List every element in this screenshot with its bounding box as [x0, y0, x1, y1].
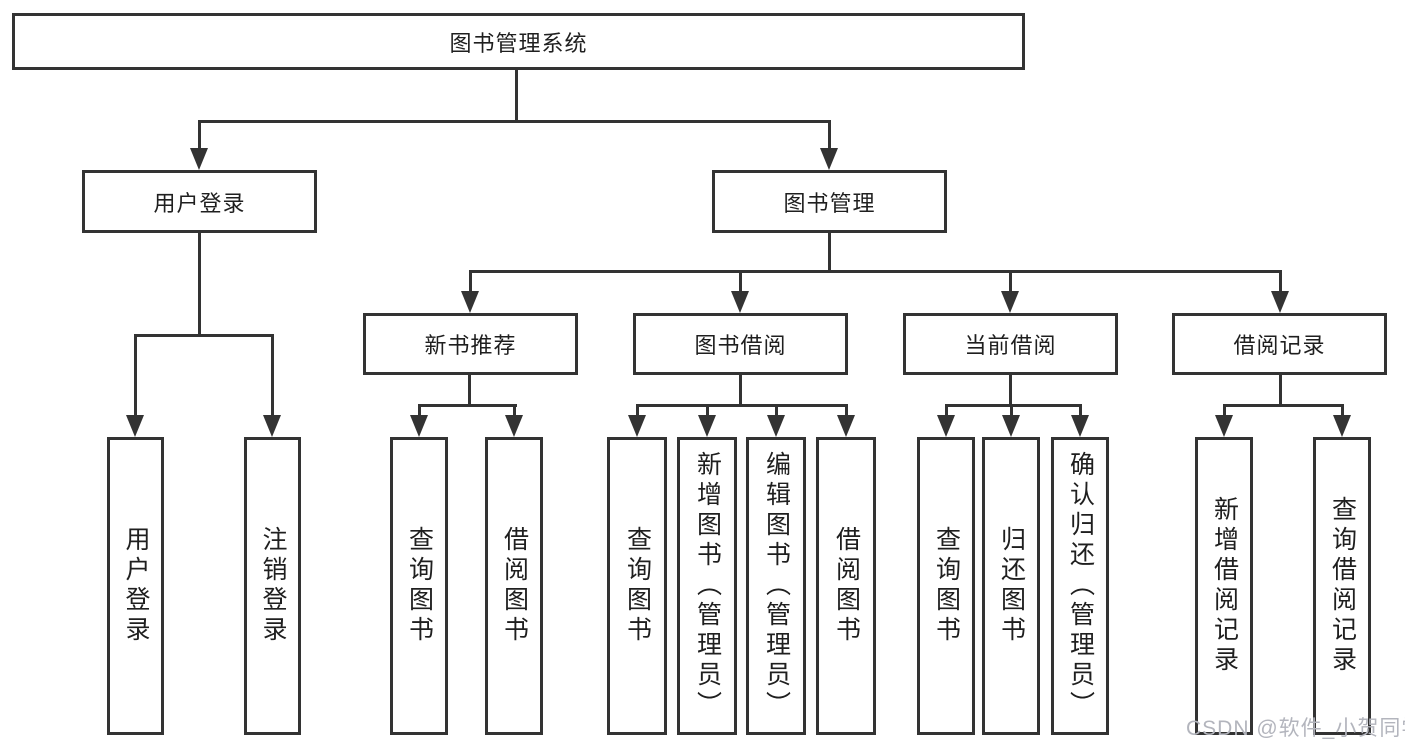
leaf-borrow-edit-admin: 编辑图书（管理员）	[746, 437, 806, 735]
connector-line	[845, 406, 848, 417]
connector-line	[1223, 404, 1344, 407]
connector-line	[515, 70, 518, 122]
arrowhead-icon	[820, 148, 838, 170]
leaf-current-return-label: 归还图书	[997, 526, 1026, 646]
node-new-book-label: 新书推荐	[424, 333, 517, 358]
leaf-user-login: 用户登录	[107, 437, 164, 735]
arrowhead-icon	[767, 415, 785, 437]
connector-line	[636, 404, 848, 407]
node-user-login-label: 用户登录	[153, 190, 246, 216]
arrowhead-icon	[1002, 415, 1020, 437]
leaf-current-query: 查询图书	[917, 437, 975, 735]
leaf-current-confirm-admin: 确认归还（管理员）	[1051, 437, 1109, 735]
arrowhead-icon	[628, 415, 646, 437]
arrowhead-icon	[698, 415, 716, 437]
connector-line	[739, 375, 742, 406]
arrowhead-icon	[731, 291, 749, 313]
connector-line	[469, 272, 472, 292]
leaf-newbook-query: 查询图书	[390, 437, 448, 735]
arrowhead-icon	[190, 148, 208, 170]
node-borrow-records: 借阅记录	[1172, 313, 1387, 375]
leaf-records-add-label: 新增借阅记录	[1210, 496, 1239, 676]
leaf-logout: 注销登录	[244, 437, 301, 735]
leaf-newbook-query-label: 查询图书	[405, 526, 434, 646]
leaf-borrow-add-admin-label: 新增图书（管理员）	[693, 451, 722, 721]
leaf-user-login-label: 用户登录	[122, 526, 150, 646]
connector-line	[1341, 406, 1344, 417]
connector-line	[1010, 406, 1013, 417]
arrowhead-icon	[1333, 415, 1351, 437]
connector-line	[1009, 272, 1012, 292]
connector-line	[775, 406, 778, 417]
connector-line	[134, 336, 137, 417]
connector-line	[198, 120, 831, 123]
connector-line	[418, 404, 517, 407]
leaf-records-query-label: 查询借阅记录	[1328, 496, 1357, 676]
connector-line	[198, 122, 201, 152]
leaf-logout-label: 注销登录	[259, 526, 287, 646]
connector-line	[1279, 375, 1282, 406]
csdn-watermark: CSDN @软件_小贺同学	[1186, 717, 1405, 740]
arrowhead-icon	[505, 415, 523, 437]
connector-line	[945, 406, 948, 417]
connector-line	[134, 334, 274, 337]
arrowhead-icon	[837, 415, 855, 437]
node-root-label: 图书管理系统	[449, 30, 588, 56]
connector-line	[1009, 375, 1012, 406]
connector-line	[468, 375, 471, 406]
leaf-newbook-borrow-label: 借阅图书	[500, 526, 529, 646]
leaf-current-confirm-admin-label: 确认归还（管理员）	[1066, 451, 1095, 721]
node-current-borrow-label: 当前借阅	[964, 333, 1057, 358]
connector-line	[1223, 406, 1226, 417]
node-root: 图书管理系统	[12, 13, 1025, 70]
connector-line	[418, 406, 421, 417]
connector-line	[828, 122, 831, 152]
connector-line	[636, 406, 639, 417]
leaf-borrow-edit-admin-label: 编辑图书（管理员）	[762, 451, 791, 721]
node-current-borrow: 当前借阅	[903, 313, 1118, 375]
leaf-borrow-borrow: 借阅图书	[816, 437, 876, 735]
leaf-borrow-add-admin: 新增图书（管理员）	[677, 437, 737, 735]
leaf-current-return: 归还图书	[982, 437, 1040, 735]
connector-line	[469, 270, 1282, 273]
node-book-mgmt-label: 图书管理	[783, 190, 876, 216]
connector-line	[1079, 406, 1082, 417]
connector-line	[271, 336, 274, 417]
connector-line	[739, 272, 742, 292]
arrowhead-icon	[937, 415, 955, 437]
connector-line	[706, 406, 709, 417]
connector-line	[945, 404, 1082, 407]
node-borrow-records-label: 借阅记录	[1233, 333, 1326, 358]
arrowhead-icon	[410, 415, 428, 437]
connector-line	[198, 233, 201, 336]
node-book-mgmt: 图书管理	[712, 170, 947, 233]
arrowhead-icon	[263, 415, 281, 437]
arrowhead-icon	[1001, 291, 1019, 313]
leaf-newbook-borrow: 借阅图书	[485, 437, 543, 735]
connector-line	[513, 406, 516, 417]
arrowhead-icon	[461, 291, 479, 313]
leaf-borrow-query: 查询图书	[607, 437, 667, 735]
leaf-borrow-borrow-label: 借阅图书	[832, 526, 861, 646]
node-new-book: 新书推荐	[363, 313, 578, 375]
leaf-records-query: 查询借阅记录	[1313, 437, 1371, 735]
node-book-borrow: 图书借阅	[633, 313, 848, 375]
node-book-borrow-label: 图书借阅	[694, 333, 787, 358]
arrowhead-icon	[1215, 415, 1233, 437]
arrowhead-icon	[126, 415, 144, 437]
connector-line	[828, 233, 831, 273]
node-user-login: 用户登录	[82, 170, 317, 233]
leaf-records-add: 新增借阅记录	[1195, 437, 1253, 735]
leaf-borrow-query-label: 查询图书	[623, 526, 652, 646]
connector-line	[1279, 272, 1282, 292]
arrowhead-icon	[1271, 291, 1289, 313]
arrowhead-icon	[1071, 415, 1089, 437]
leaf-current-query-label: 查询图书	[932, 526, 961, 646]
